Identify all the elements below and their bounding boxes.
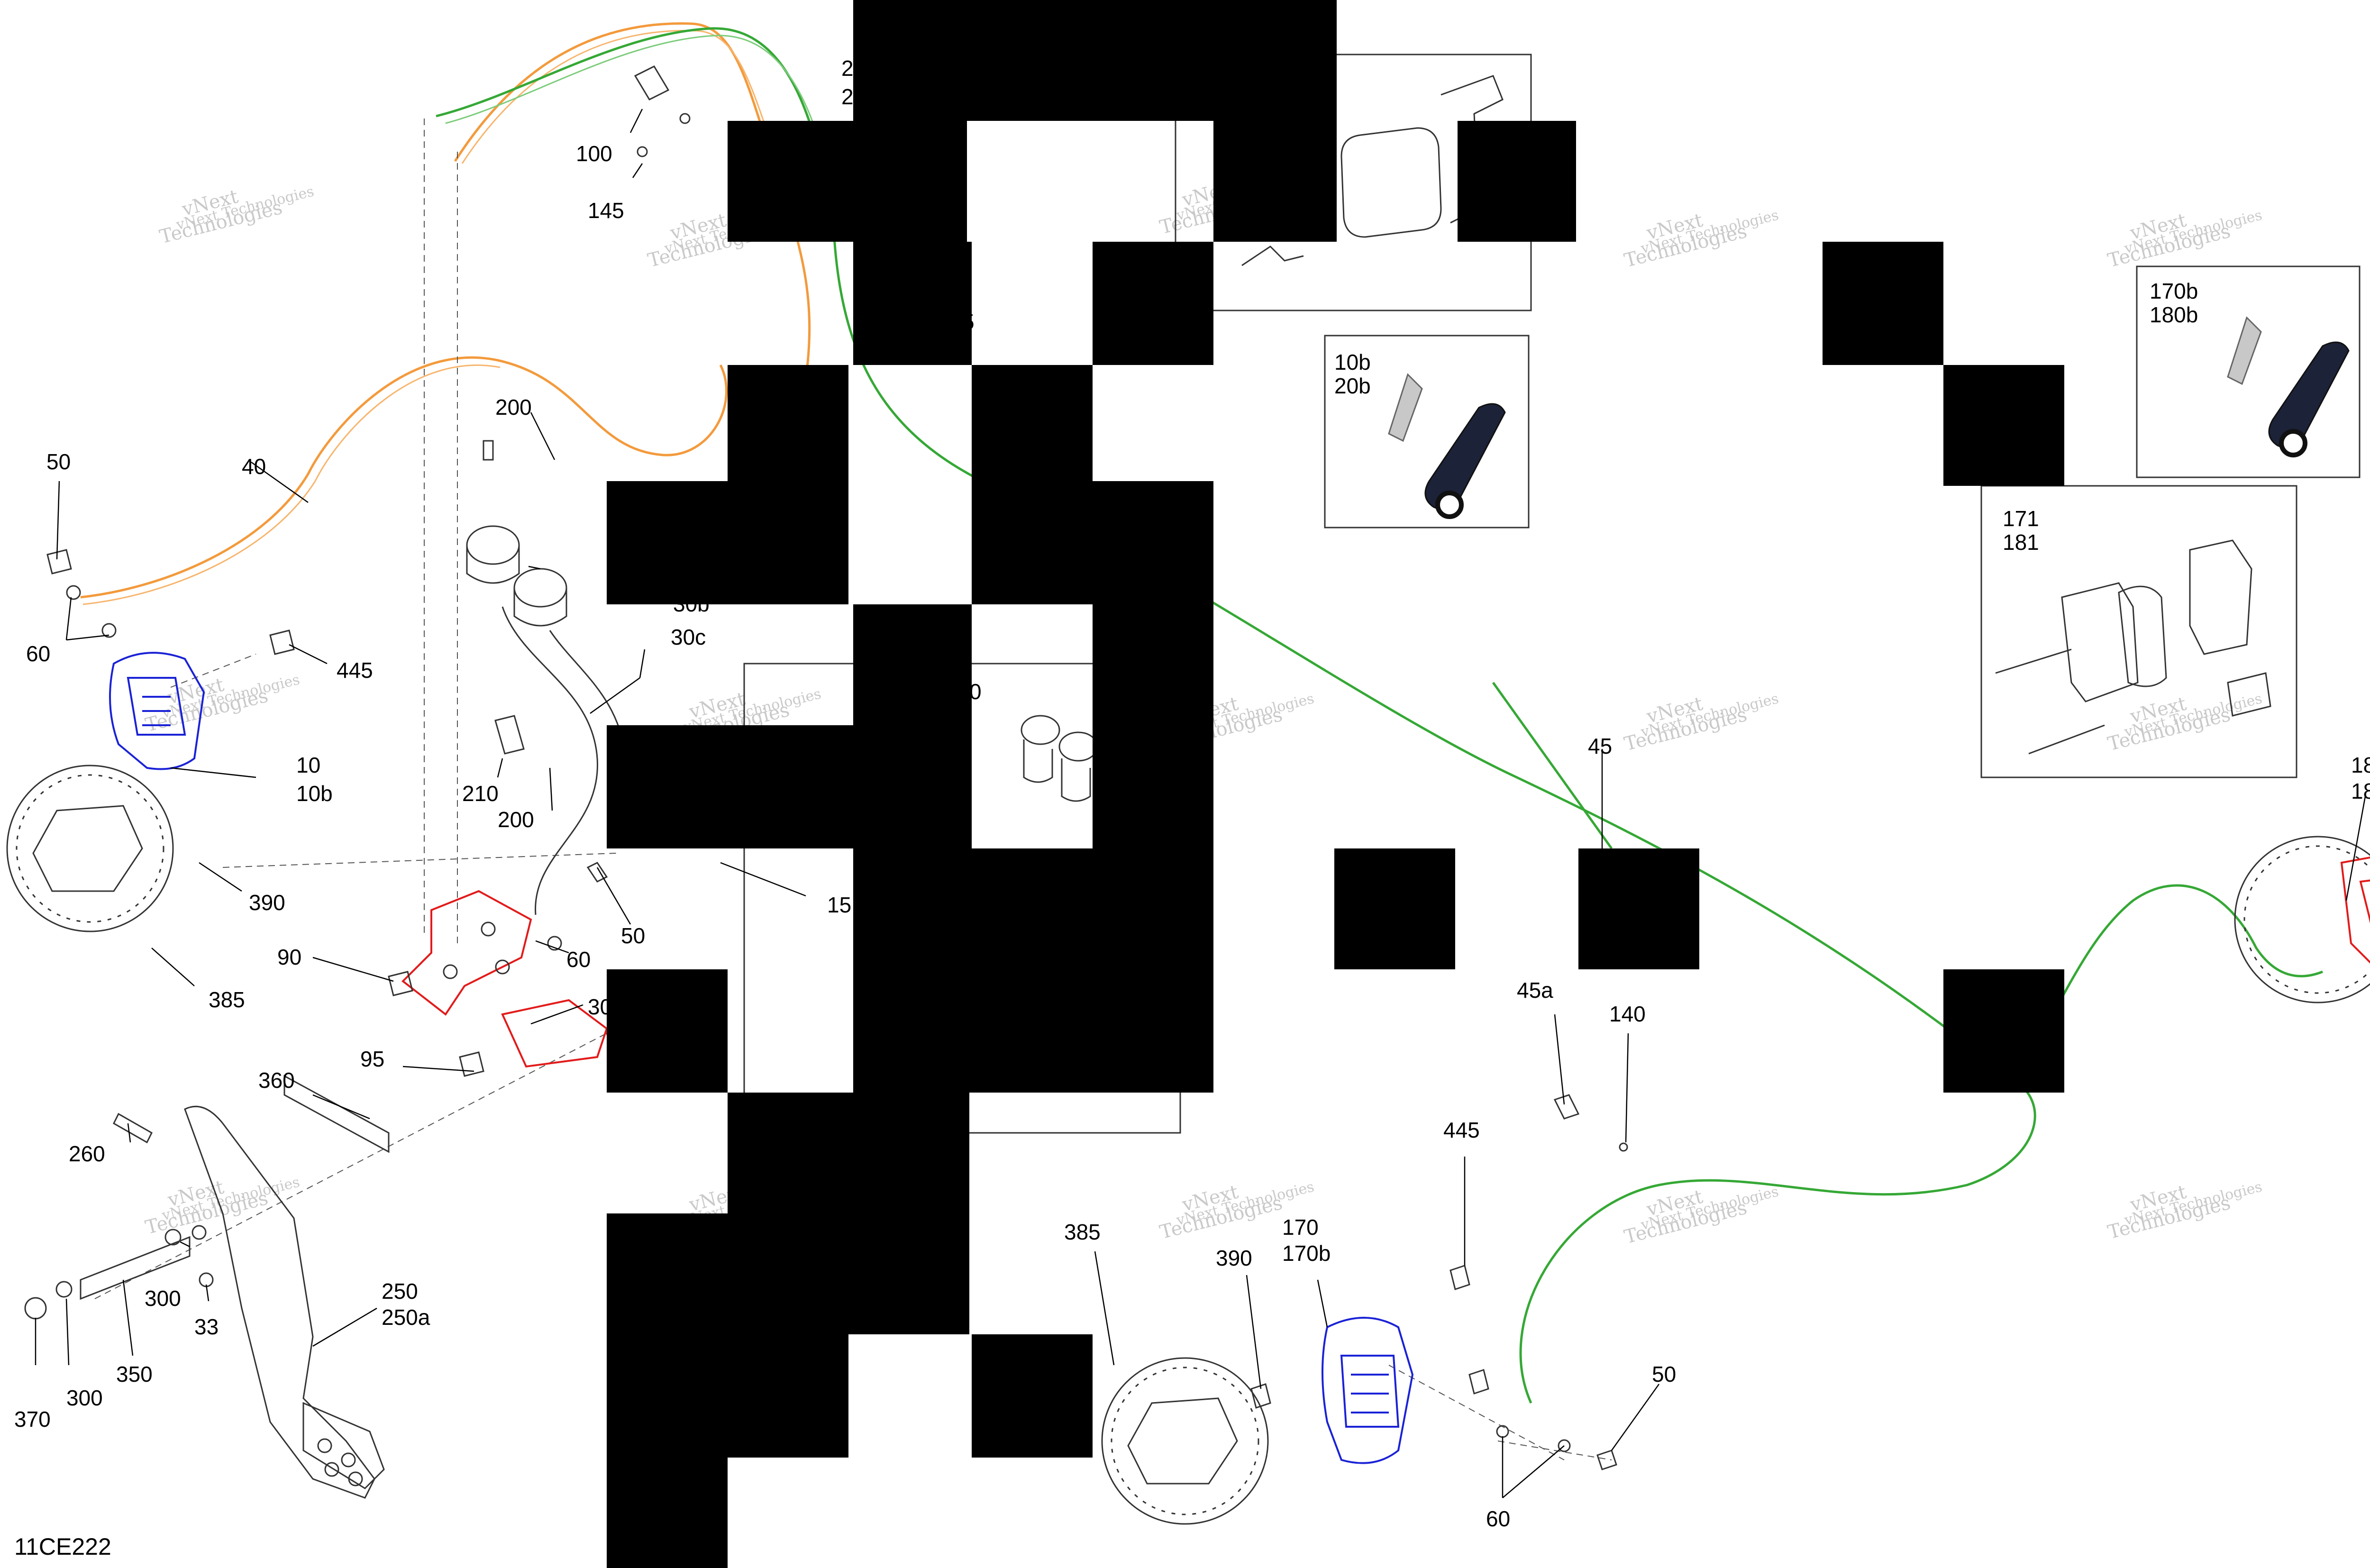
watermark: vNext Technologies vNext Technologies (157, 183, 316, 248)
bleeder-screw-icon (2227, 316, 2262, 385)
callout-100: 100 (576, 141, 612, 166)
watermark: vNext Technologies vNext Technologies (1622, 690, 1780, 755)
watermark: vNext Technologies vNext Technologies (1622, 207, 1780, 272)
front-left-brake-disc (6, 765, 174, 932)
callout-300-b: 300 (66, 1386, 103, 1410)
callout-10b: 10b (296, 781, 333, 806)
callout-45: 45 (1588, 734, 1612, 758)
callout-180b: 180b (2351, 779, 2370, 803)
redaction-blocks (607, 0, 2064, 1568)
inset-bleeder-front: 10b 20b (1324, 335, 1530, 529)
callout-390-right: 390 (1216, 1246, 1252, 1270)
inset-label-181: 181 (2003, 530, 2039, 555)
inset-label-171: 171 (2003, 506, 2039, 531)
rear-right-caliper (2340, 857, 2370, 964)
callout-250a: 250a (382, 1305, 430, 1330)
callout-90: 90 (277, 945, 301, 969)
rear-left-caliper (1322, 1317, 1414, 1464)
callout-50-mid: 50 (621, 923, 645, 948)
callout-250: 250 (382, 1279, 418, 1304)
rear-right-brake-disc (2234, 836, 2370, 1003)
callout-445-right: 445 (1443, 1118, 1480, 1142)
callout-385-right: 385 (1064, 1220, 1101, 1244)
right-hardware (1250, 1094, 1628, 1470)
inset-label-170b: 170b (2150, 279, 2198, 303)
callout-385-left: 385 (209, 987, 245, 1012)
inset-bleeder-rear: 170b 180b (2136, 265, 2361, 478)
inset-label-180b: 180b (2150, 302, 2198, 327)
callout-445-left: 445 (337, 658, 373, 683)
bleeder-cap-icon (1424, 403, 1506, 519)
callout-10: 10 (296, 753, 320, 777)
callout-350: 350 (116, 1362, 153, 1386)
watermark: vNext Technologies vNext Technologies (2106, 1178, 2264, 1243)
callout-300-a: 300 (145, 1286, 181, 1311)
callout-200-top: 200 (495, 395, 532, 419)
callout-40: 40 (242, 454, 266, 479)
callout-2a: 2 (841, 56, 854, 81)
assembly-dashed-lines (94, 119, 1612, 1460)
callout-45a: 45a (1517, 978, 1553, 1003)
inset-label-20b: 20b (1334, 374, 1371, 398)
callout-170: 170 (1282, 1215, 1319, 1240)
brake-pedal (80, 1075, 390, 1499)
callout-210: 210 (462, 781, 499, 806)
callout-60-mid: 60 (566, 947, 591, 972)
inset-label-10b: 10b (1334, 350, 1371, 374)
small-hardware (24, 65, 691, 1320)
callout-200-mid: 200 (498, 807, 534, 832)
callout-60-right: 60 (1486, 1506, 1510, 1531)
callout-260: 260 (69, 1141, 105, 1166)
watermark: vNext Technologies vNext Technologies (2106, 207, 2264, 272)
callout-30c: 30c (671, 625, 706, 649)
callout-2b: 2 (841, 84, 854, 109)
bleeder-screw-icon (1388, 373, 1423, 442)
callout-170b: 170b (1282, 1241, 1331, 1266)
bleeder-cap-icon (2268, 341, 2350, 457)
reservoirs (466, 525, 627, 915)
callout-33: 33 (194, 1314, 219, 1339)
callout-50-top: 50 (46, 449, 71, 474)
rear-left-brake-disc (1101, 1357, 1269, 1525)
callout-95: 95 (360, 1047, 384, 1071)
callout-50-right: 50 (1652, 1362, 1676, 1386)
rear-brake-line (436, 27, 2323, 1404)
callout-180: 180 (2351, 753, 2370, 777)
callout-145: 145 (588, 198, 624, 223)
callout-60-left: 60 (26, 641, 50, 666)
callout-15: 15 (827, 893, 851, 917)
callout-360: 360 (258, 1068, 295, 1093)
leader-lines (35, 109, 2366, 1498)
callouts: 100 145 2 2 40 50 60 445 10 10b 390 385 … (14, 56, 2370, 1531)
diagram-reference-code: 11CE222 (14, 1533, 111, 1560)
inset-rear-pads: 171 181 (1980, 485, 2297, 778)
front-brake-line (80, 22, 811, 605)
callout-140: 140 (1609, 1002, 1646, 1026)
callout-370: 370 (14, 1407, 51, 1431)
callout-390-left: 390 (249, 890, 285, 915)
